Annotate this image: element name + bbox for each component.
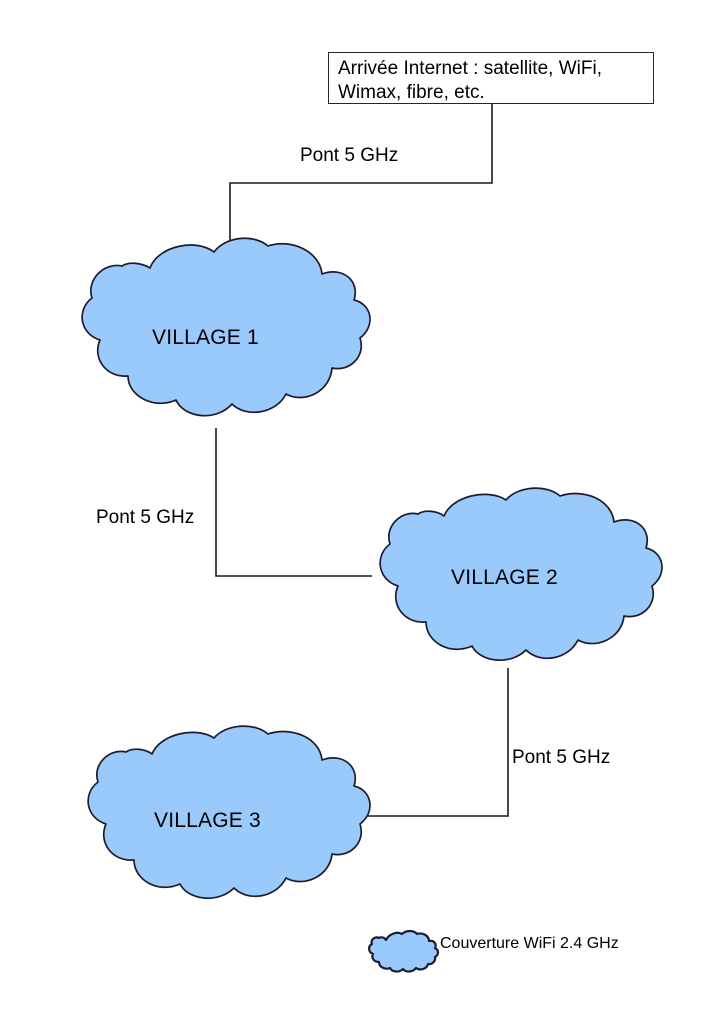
link-label-internet-village1: Pont 5 GHz [300, 145, 399, 166]
cloud-village-2[interactable] [379, 487, 663, 662]
internet-source-text: Arrivée Internet : satellite, WiFi,Wimax… [338, 57, 648, 105]
connector-internet-to-village1 [229, 104, 493, 252]
internet-source-line-1: Arrivée Internet : satellite, WiFi, [338, 58, 602, 79]
cloud-village-1[interactable] [81, 237, 371, 417]
node-label-village-3: VILLAGE 3 [154, 809, 261, 832]
cloud-icon [368, 929, 440, 973]
internet-source-box[interactable]: Arrivée Internet : satellite, WiFi,Wimax… [328, 52, 654, 104]
internet-source-line-2: Wimax, fibre, etc. [338, 81, 485, 103]
link-label-village1-village2: Pont 5 GHz [96, 507, 195, 528]
link-label-village2-village3: Pont 5 GHz [512, 747, 611, 768]
legend-label: Couverture WiFi 2.4 GHz [440, 935, 619, 952]
node-label-village-2: VILLAGE 2 [451, 566, 558, 589]
connector-village1-to-village2 [215, 428, 372, 577]
node-label-village-1: VILLAGE 1 [152, 326, 259, 349]
connector-village2-to-village3 [360, 668, 509, 817]
cloud-village-3[interactable] [87, 725, 371, 900]
